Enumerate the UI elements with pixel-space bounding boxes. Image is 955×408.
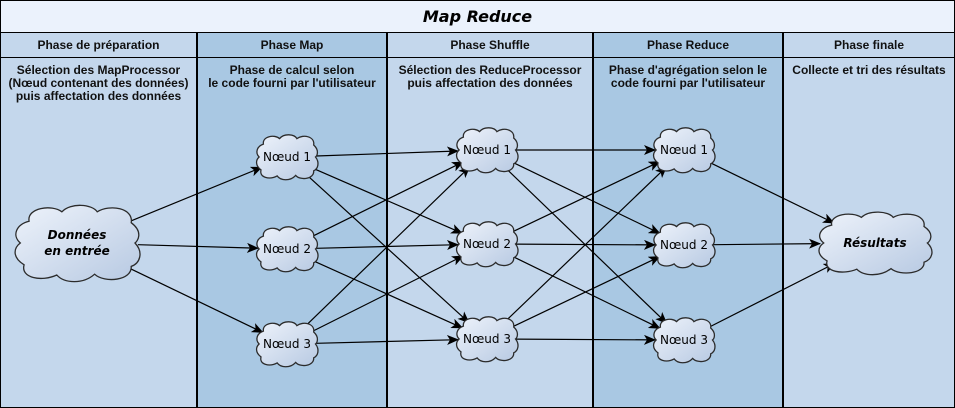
node-label: Nœud 3 bbox=[263, 337, 311, 351]
cloud-shape bbox=[652, 317, 716, 364]
node-label: Nœud 2 bbox=[660, 238, 708, 252]
node-label: Nœud 1 bbox=[660, 143, 708, 157]
cloud-shape bbox=[455, 127, 519, 174]
column-divider bbox=[196, 33, 198, 407]
column-divider bbox=[782, 33, 784, 407]
cloud-node-shuf1[interactable]: Nœud 1 bbox=[455, 127, 519, 174]
phase-description-reduce: Phase d'agrégation selon le code fourni … bbox=[608, 63, 768, 90]
phase-description-map: Phase de calcul selon le code fourni par… bbox=[208, 63, 376, 90]
column-divider bbox=[386, 33, 388, 407]
node-label: Nœud 3 bbox=[660, 333, 708, 347]
phase-header-reduce: Phase Reduce bbox=[594, 33, 782, 58]
cloud-shape bbox=[455, 221, 519, 268]
diagram-title: Map Reduce bbox=[422, 7, 533, 26]
cloud-node-output[interactable]: Résultats bbox=[818, 211, 933, 276]
cloud-node-red3[interactable]: Nœud 3 bbox=[652, 317, 716, 364]
node-label: en entrée bbox=[44, 244, 109, 258]
phase-header-map: Phase Map bbox=[198, 33, 386, 58]
cloud-node-red1[interactable]: Nœud 1 bbox=[652, 127, 716, 174]
node-label: Nœud 3 bbox=[463, 332, 511, 346]
node-label: Données bbox=[48, 228, 107, 242]
cloud-shape bbox=[455, 316, 519, 363]
column-divider bbox=[592, 33, 594, 407]
cloud-node-map2[interactable]: Nœud 2 bbox=[255, 226, 319, 273]
cloud-shape bbox=[255, 226, 319, 273]
cloud-node-red2[interactable]: Nœud 2 bbox=[652, 222, 716, 269]
cloud-node-map3[interactable]: Nœud 3 bbox=[255, 321, 319, 368]
node-label: Nœud 2 bbox=[263, 242, 311, 256]
node-label: Nœud 2 bbox=[463, 237, 511, 251]
cloud-node-input[interactable]: Données en entrée bbox=[14, 204, 141, 283]
cloud-shape bbox=[652, 127, 716, 174]
phase-header-finale: Phase finale bbox=[784, 33, 954, 58]
phase-header-shuffle: Phase Shuffle bbox=[388, 33, 592, 58]
cloud-shape bbox=[255, 134, 319, 181]
cloud-shape bbox=[14, 204, 141, 283]
cloud-shape bbox=[255, 321, 319, 368]
node-label: Nœud 1 bbox=[463, 143, 511, 157]
node-label: Nœud 1 bbox=[263, 150, 311, 164]
phase-description-shuffle: Sélection des ReduceProcessor puis affec… bbox=[398, 63, 582, 90]
cloud-shape bbox=[818, 211, 933, 276]
node-label: Résultats bbox=[843, 236, 906, 250]
cloud-node-map1[interactable]: Nœud 1 bbox=[255, 134, 319, 181]
diagram-title-bar: Map Reduce bbox=[1, 1, 954, 33]
nodes-layer: Données en entrée Nœud 1 Nœud 2 Nœud 3 Nœud 1… bbox=[14, 127, 933, 368]
phase-description-finale: Collecte et tri des résultats bbox=[792, 63, 946, 77]
cloud-node-shuf3[interactable]: Nœud 3 bbox=[455, 316, 519, 363]
phase-description-preparation: Sélection des MapProcessor (Nœud contena… bbox=[8, 63, 189, 103]
cloud-node-shuf2[interactable]: Nœud 2 bbox=[455, 221, 519, 268]
cloud-shape bbox=[652, 222, 716, 269]
phase-header-preparation: Phase de préparation bbox=[1, 33, 196, 58]
